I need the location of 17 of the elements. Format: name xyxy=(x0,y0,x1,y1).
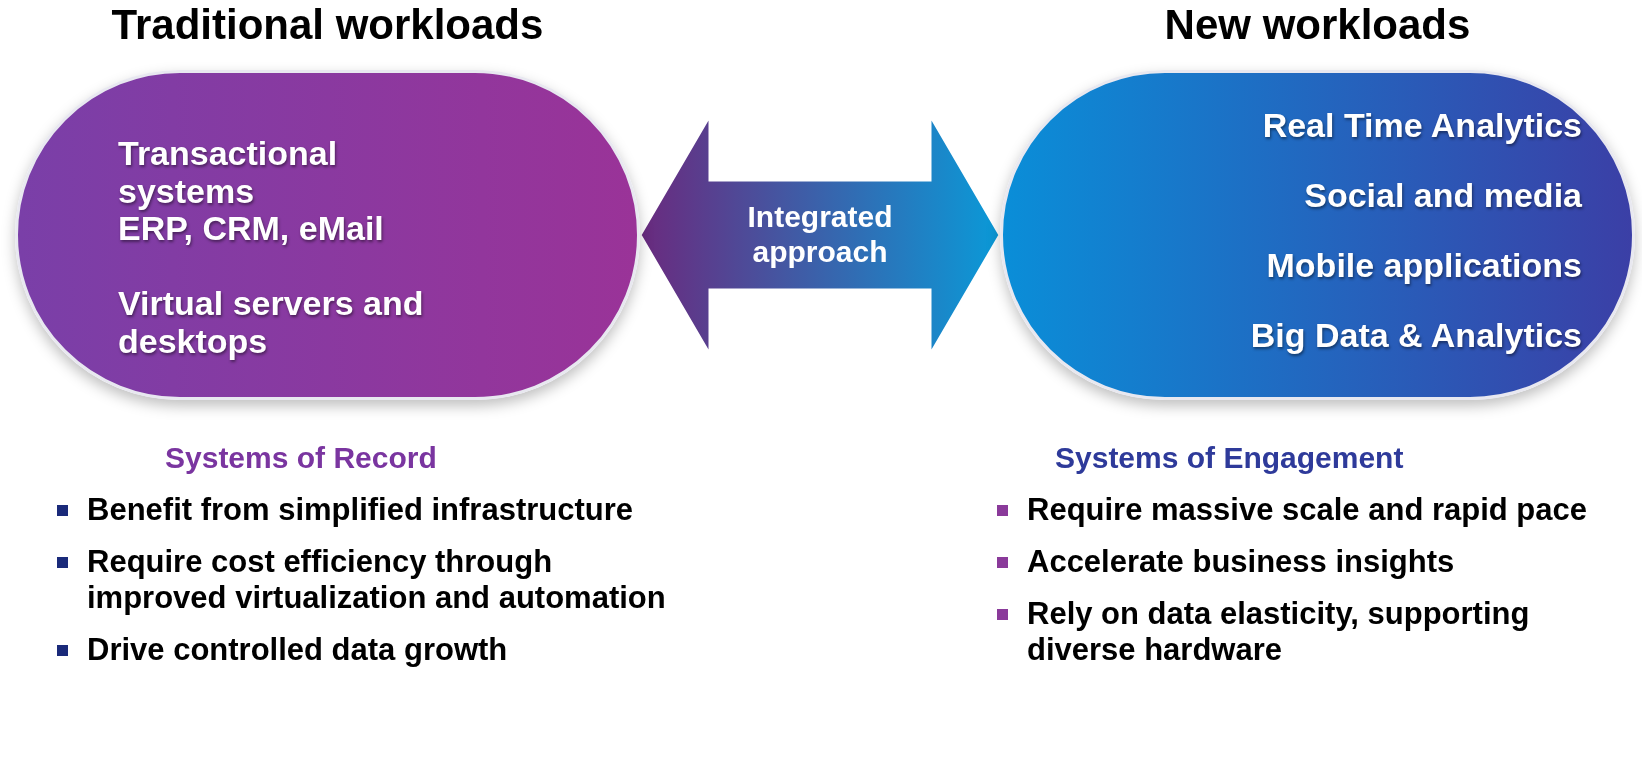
section-heading: Systems of Engagement xyxy=(1055,440,1404,476)
workload-item: Social and media xyxy=(1304,176,1582,214)
workload-item: Transactional systems xyxy=(118,133,339,210)
bullet-item: Benefit from simplified infrastructure xyxy=(55,492,675,528)
workload-item: Big Data & Analytics xyxy=(1250,316,1582,354)
bullet-item: Require massive scale and rapid pace xyxy=(995,492,1635,528)
workload-item: Real Time Analytics xyxy=(1262,106,1582,144)
edge-label: Integrated approach xyxy=(746,199,894,269)
section-heading: Systems of Record xyxy=(165,440,437,476)
bullet-item: Accelerate business insights xyxy=(995,544,1635,580)
bullet-item: Drive controlled data growth xyxy=(55,632,675,668)
heading: Traditional workloads xyxy=(110,0,545,50)
heading: New workloads xyxy=(1163,0,1472,50)
bullet-item: Rely on data elasticity, supporting diverse hardware xyxy=(995,596,1635,668)
workload-item: Virtual servers and desktops xyxy=(118,283,425,360)
bullet-item: Require cost efficiency through improved virtualization and automation xyxy=(55,544,675,616)
workload-item: Mobile applications xyxy=(1266,246,1582,284)
